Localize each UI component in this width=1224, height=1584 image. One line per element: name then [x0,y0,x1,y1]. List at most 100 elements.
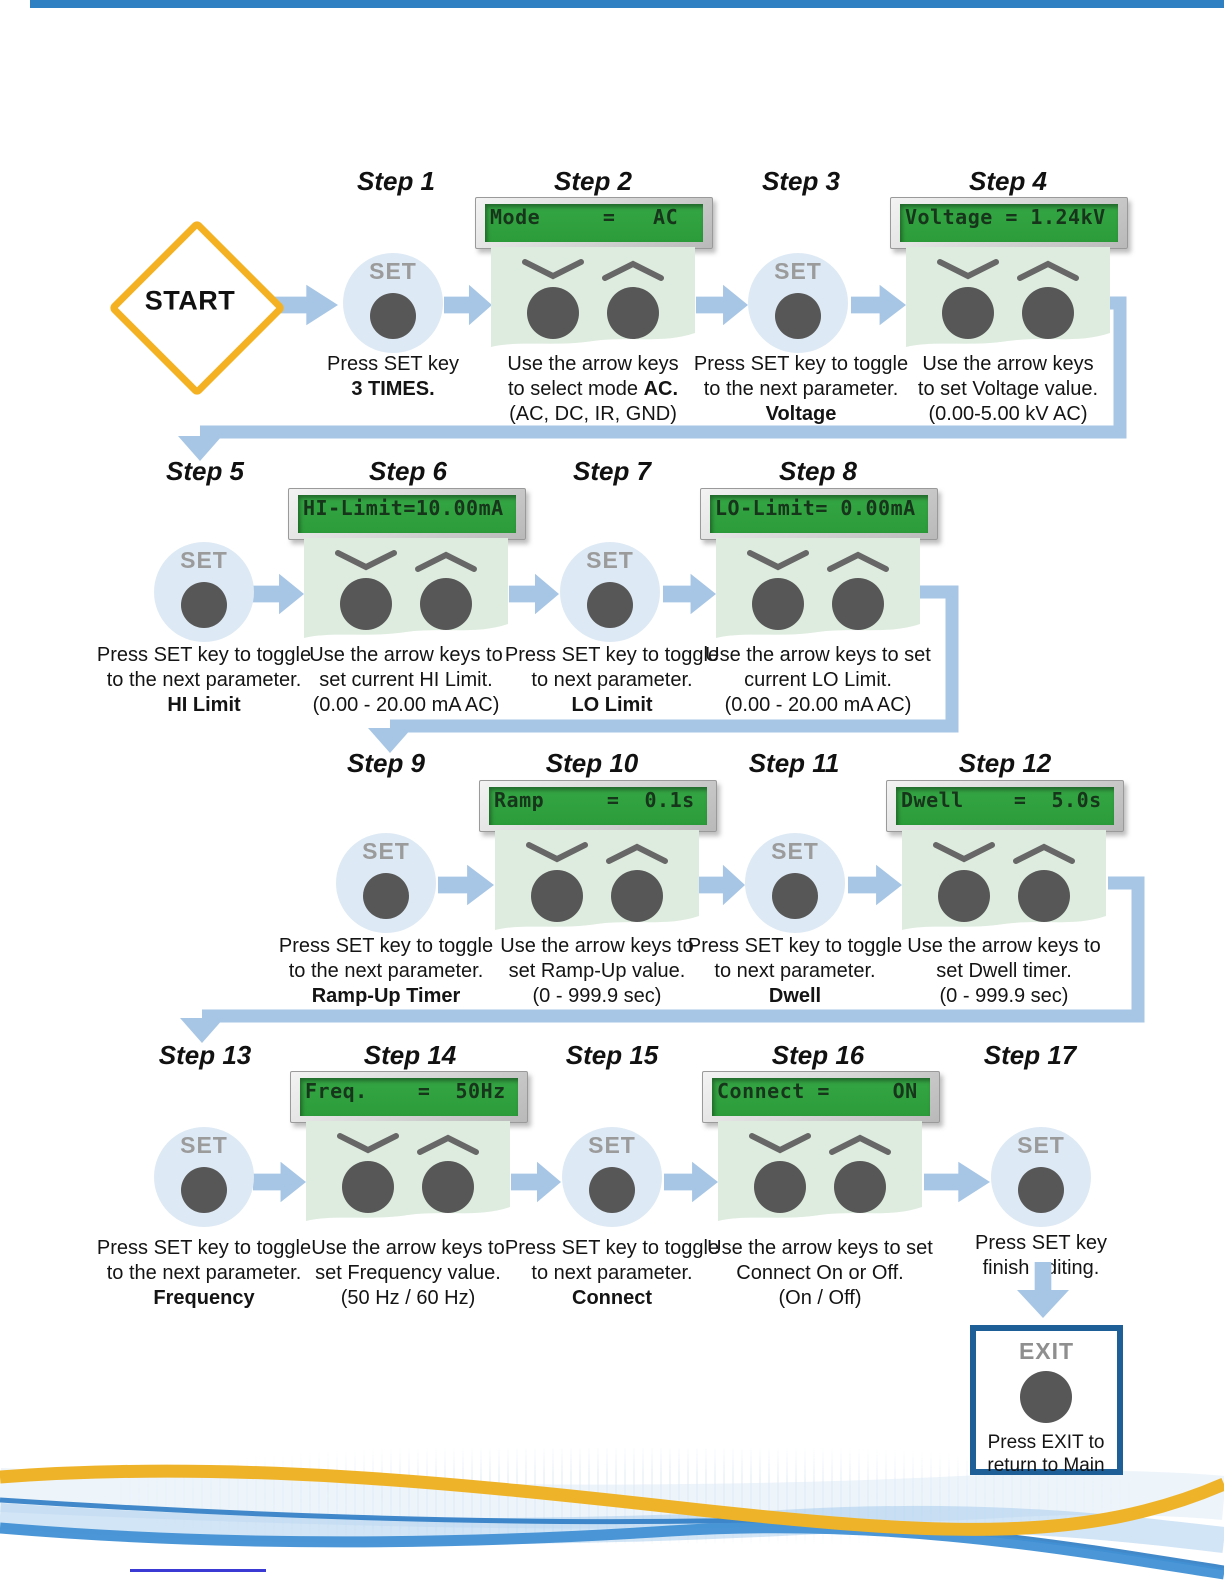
down-arrow-key[interactable] [531,870,583,922]
up-arrow-key[interactable] [607,287,659,339]
step-title: Step 12 [958,748,1052,778]
set-key-button[interactable] [772,873,818,919]
down-arrow-key[interactable] [754,1161,806,1213]
caption-line: to the next parameter. [288,960,484,982]
arrow-key-chevron-icons [491,255,695,285]
caption-line: current LO Limit. [744,669,892,691]
down-arrow-key[interactable] [342,1161,394,1213]
caption-line: to the next parameter. [106,1262,302,1284]
down-arrow-key[interactable] [942,287,994,339]
caption-line: Connect [572,1287,652,1309]
caption-line: Press SET key [975,1232,1107,1254]
set-key-button[interactable] [587,582,633,628]
set-key-button[interactable] [363,873,409,919]
up-arrow-key[interactable] [422,1161,474,1213]
chevron-up-icon [1020,264,1076,278]
chevron-down-icon [750,553,806,567]
lcd-text: Voltage = 1.24kV [905,205,1106,229]
lcd-display-step-16: Connect = ON [702,1071,940,1123]
up-arrow-key[interactable] [420,578,472,630]
caption-line: to select mode AC. [507,378,679,400]
exit-key-label: EXIT [1018,1338,1075,1364]
set-key-button[interactable] [1018,1167,1064,1213]
set-key-step-17: SET [991,1127,1091,1227]
step-title: Step 2 [553,166,633,196]
caption-line: set Dwell timer. [936,960,1072,982]
lcd-text: Freq. = 50Hz [305,1079,506,1103]
arrow-key-chevron-icons [304,546,508,576]
step-title: Step 17 [983,1040,1077,1070]
down-arrow-key[interactable] [938,870,990,922]
wave-gold [0,1464,1224,1536]
caption-line: (AC, DC, IR, GND) [509,403,677,425]
caption-line: Use the arrow keys to set [707,1237,933,1259]
caption-line: Press SET key to toggle [278,935,494,957]
set-key-label: SET [771,838,819,864]
step-caption: Use the arrow keys to select mode AC. (AC,… [453,352,733,427]
arrow-keys-panel-step-14 [306,1121,510,1225]
chevron-up-icon [420,1138,476,1152]
top-accent-bar [30,0,1224,8]
caption-line: to set Voltage value. [917,378,1099,400]
set-key-step-13: SET [154,1127,254,1227]
caption-line: Dwell [768,985,822,1007]
caption-line: Press SET key [327,353,459,375]
step-title: Step 1 [356,166,436,196]
set-key-step-1: SET [343,253,443,353]
up-arrow-key[interactable] [834,1161,886,1213]
step-title: Step 10 [545,748,639,778]
set-key-button[interactable] [589,1167,635,1213]
exit-key-button[interactable] [1020,1371,1072,1423]
down-arrow-key[interactable] [527,287,579,339]
lcd-screen: Connect = ON [712,1078,930,1116]
set-key-step-15: SET [562,1127,662,1227]
caption-line: Use the arrow keys to set [705,644,931,666]
set-key-step-9: SET [336,833,436,933]
caption-line: Use the arrow keys [507,353,679,375]
caption-line: Connect On or Off. [736,1262,904,1284]
caption-line: return to Main [987,1455,1105,1476]
lcd-text: Mode = AC [490,205,679,229]
step-caption: Use the arrow keys to set current LO Limi… [678,643,958,718]
set-key-button[interactable] [181,582,227,628]
decorative-waves [0,1464,1224,1580]
down-arrow-key[interactable] [752,578,804,630]
set-key-label: SET [586,547,634,573]
step-title: Step 8 [778,456,858,486]
chevron-down-icon [340,1136,396,1150]
up-arrow-key[interactable] [1018,870,1070,922]
caption-line: set Frequency value. [315,1262,501,1284]
up-arrow-key[interactable] [832,578,884,630]
step-title: Step 5 [165,456,245,486]
arrow-keys-panel-step-10 [495,830,699,934]
wave-thin-blue [0,1497,1224,1571]
connector-row3-to-row4 [202,876,1145,1023]
up-arrow-key[interactable] [1022,287,1074,339]
set-key-label: SET [588,1132,636,1158]
down-arrow-key[interactable] [340,578,392,630]
set-key-button[interactable] [370,293,416,339]
arrow-key-chevron-icons [495,838,699,868]
caption-line: Press SET key to toggle [504,1237,720,1259]
caption-line: Press SET key to toggle [96,1237,312,1259]
connector-arrowhead-down-icon [178,436,222,461]
set-key-button[interactable] [181,1167,227,1213]
step-title: Step 7 [572,456,652,486]
step-title: Step 13 [158,1040,252,1070]
caption-line: (50 Hz / 60 Hz) [340,1287,476,1309]
connector-arrowhead-down-icon [368,728,412,753]
caption-line: (0.00 - 20.00 mA AC) [312,694,500,716]
chevron-down-icon [752,1136,808,1150]
set-key-button[interactable] [775,293,821,339]
up-arrow-key[interactable] [611,870,663,922]
set-key-label: SET [1017,1132,1065,1158]
caption-line: Ramp-Up Timer [311,985,461,1007]
arrow-key-chevron-icons [716,546,920,576]
